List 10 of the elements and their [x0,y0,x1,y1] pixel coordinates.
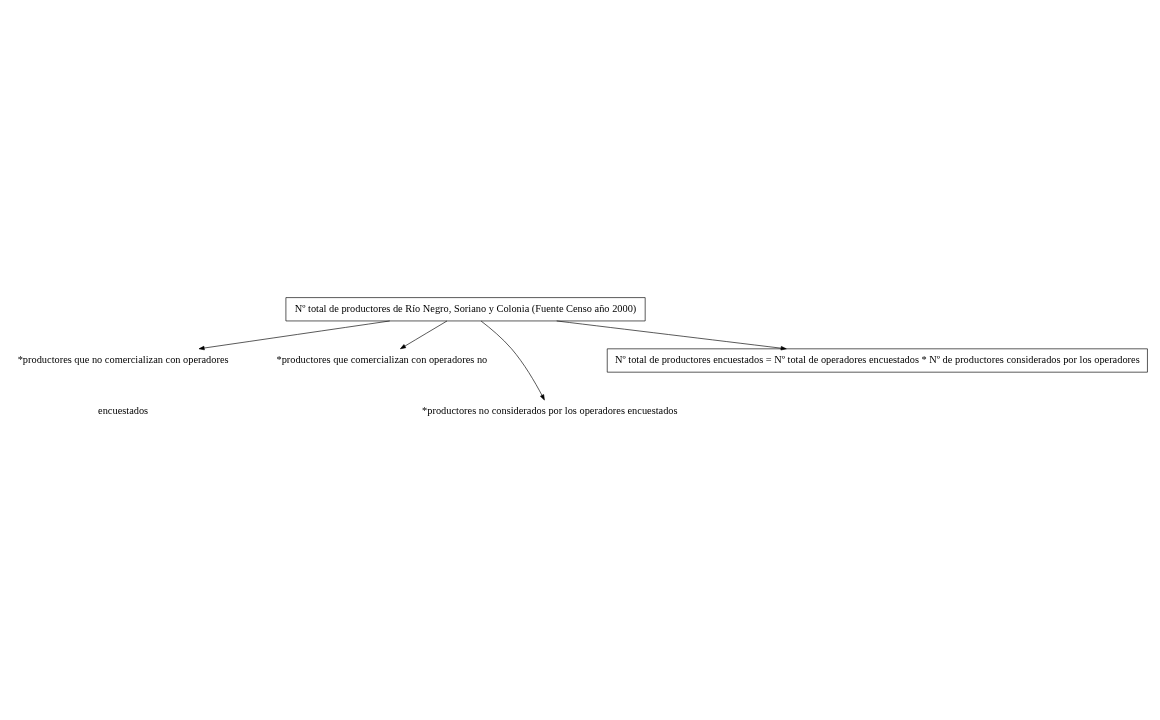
label: encuestados [98,404,149,416]
arrow [400,320,448,349]
arrow [556,320,787,350]
node-box: Nº total de productores de Río Negro, Soriano y Colonia (Fuente Censo año 2000) [285,296,646,321]
arrow [480,320,545,400]
node-text: *productores que comercializan con operadores no [276,353,488,365]
arrow [198,320,391,350]
node-box: Nº total de productores encuestados = Nº total de operadores encuestados * Nº de productores considerados por los operadores [606,348,1148,372]
node-text: *productores no considerados por los operadores encuestados [422,404,678,416]
node-text: *productores que no comercializan con operadores [17,353,229,365]
